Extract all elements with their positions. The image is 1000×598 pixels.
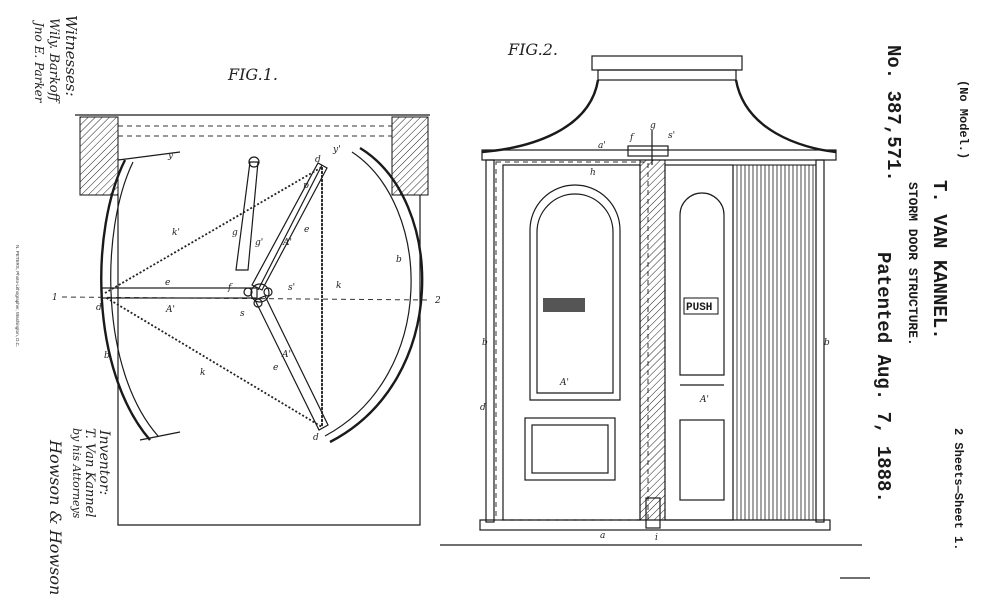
reference-label: g' bbox=[255, 238, 263, 248]
reference-label: f bbox=[629, 133, 635, 143]
right-curved-wall bbox=[329, 146, 424, 444]
reference-label: b bbox=[104, 351, 110, 361]
reference-label: b bbox=[482, 338, 488, 348]
reference-label: s' bbox=[288, 283, 295, 293]
reference-label: A' bbox=[282, 238, 292, 248]
patent-number: No. 387,571. bbox=[882, 45, 904, 182]
fig1-reference-labels: y y' d d d b b e e e k k k' A' A' A' g g… bbox=[96, 145, 402, 443]
witnesses-block: Witnesses: Wily. Barkoff Jno E. Parker bbox=[32, 15, 80, 105]
inventor-block: Inventor: T. Van Kannel by his Attorneys… bbox=[46, 428, 112, 595]
floor-bearing bbox=[645, 497, 661, 529]
reference-label: k' bbox=[172, 228, 180, 238]
reference-label: g bbox=[650, 121, 656, 131]
right-door bbox=[664, 164, 734, 521]
reference-label: g bbox=[232, 228, 238, 238]
roof-right-curve bbox=[734, 79, 837, 154]
revolving-door-arms bbox=[101, 156, 329, 431]
right-wall-pillar bbox=[391, 116, 429, 196]
no-model-note: (No Model.) bbox=[956, 80, 970, 159]
reference-label: e bbox=[304, 225, 309, 235]
cylindrical-casing bbox=[732, 164, 817, 521]
reference-label: a bbox=[600, 531, 605, 541]
witness-signature-2: Jno E. Parker bbox=[32, 19, 46, 104]
figure-2-elevation-view: FIG.2. PUSH a bbox=[440, 40, 862, 546]
reference-label: s' bbox=[668, 131, 675, 141]
witnesses-label: Witnesses: bbox=[62, 15, 80, 97]
reference-label: d bbox=[480, 403, 486, 413]
left-wall-pillar bbox=[79, 116, 119, 196]
inventor-label: Inventor: bbox=[96, 429, 112, 495]
roof-left-curve bbox=[481, 79, 600, 154]
chains bbox=[104, 165, 323, 429]
patent-header: (No Model.) 2 Sheets—Sheet 1. T. VAN KAN… bbox=[840, 45, 970, 579]
reference-label: A' bbox=[699, 395, 709, 405]
reference-label: A' bbox=[559, 378, 569, 388]
section-mark-2: 2 bbox=[434, 296, 441, 306]
patent-title: STORM DOOR STRUCTURE. bbox=[905, 182, 920, 346]
reference-label: y' bbox=[332, 145, 341, 155]
reference-label: s bbox=[240, 309, 245, 319]
attorneys-signature: Howson & Howson bbox=[46, 439, 65, 595]
center-post bbox=[639, 159, 666, 521]
reference-label: d bbox=[313, 433, 319, 443]
by-attorneys: by his Attorneys bbox=[70, 428, 83, 519]
witness-signature-1: Wily. Barkoff bbox=[46, 18, 61, 105]
reference-label: a' bbox=[598, 141, 606, 151]
reference-label: A' bbox=[165, 305, 175, 315]
reference-label: h bbox=[590, 168, 596, 178]
inventor-signature: T. Van Kannel bbox=[82, 428, 97, 518]
fig2-title: FIG.2. bbox=[507, 40, 558, 59]
reference-label: f bbox=[227, 283, 233, 293]
reference-label: i bbox=[655, 533, 658, 543]
left-door-arched-window bbox=[529, 184, 621, 401]
fig1-title: FIG.1. bbox=[227, 65, 278, 84]
section-mark-1: 1 bbox=[52, 293, 58, 303]
reference-label: p bbox=[303, 181, 309, 191]
reference-label: b bbox=[396, 255, 402, 265]
push-sign-text: PUSH bbox=[686, 302, 712, 314]
reference-label: A' bbox=[281, 350, 291, 360]
reference-label: k bbox=[200, 368, 205, 378]
sheet-count: 2 Sheets—Sheet 1. bbox=[951, 428, 965, 550]
reference-label: y bbox=[167, 151, 174, 161]
right-door-arched-window bbox=[679, 192, 725, 376]
roof-cap bbox=[591, 55, 743, 71]
printer-credit: N. PETERS, Photo-Lithographer, Washingto… bbox=[15, 245, 20, 347]
left-curved-wall bbox=[100, 159, 151, 441]
push-sign bbox=[683, 297, 719, 315]
fig2-reference-labels: a a' b b d f g s' h A' A' i bbox=[480, 121, 830, 543]
inventor-name-header: T. VAN KANNEL. bbox=[928, 180, 950, 340]
reference-label: b bbox=[824, 338, 830, 348]
figure-1-plan-view: FIG.1. 1 2 bbox=[52, 65, 441, 526]
left-door-lower-panel bbox=[524, 417, 616, 481]
reference-label: e bbox=[273, 363, 278, 373]
reference-label: d bbox=[96, 303, 102, 313]
patented-date: Patented Aug. 7, 1888. bbox=[872, 252, 894, 503]
reference-label: d bbox=[315, 155, 321, 165]
reference-label: k bbox=[336, 281, 341, 291]
reference-label: e bbox=[165, 278, 170, 288]
door-plate bbox=[543, 298, 585, 312]
